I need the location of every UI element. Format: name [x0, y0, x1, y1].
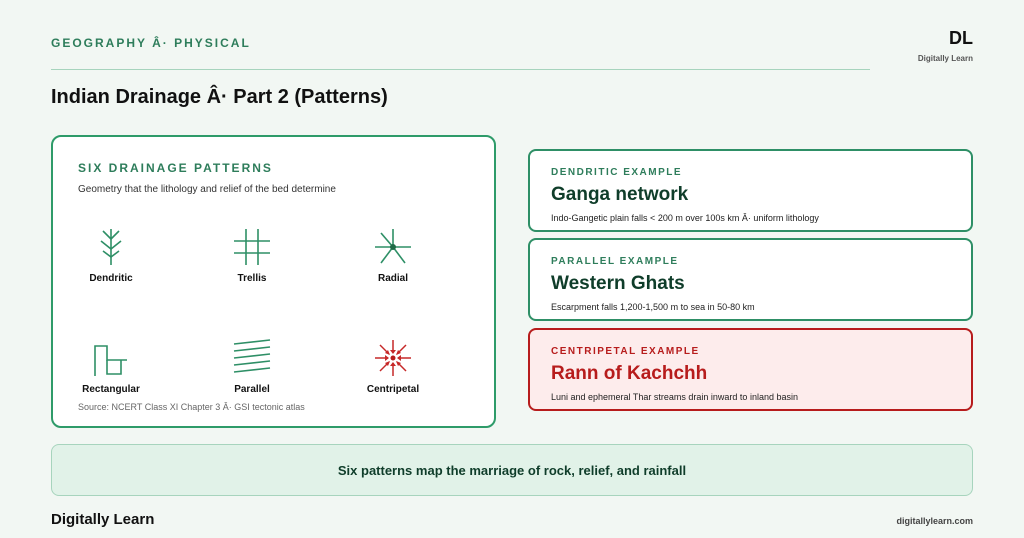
card-title: Ganga network	[551, 184, 689, 205]
card-description: Escarpment falls 1,200-1,500 m to sea in…	[551, 302, 755, 312]
card-description: Indo-Gangetic plain falls < 200 m over 1…	[551, 213, 819, 223]
header-divider	[51, 69, 870, 70]
pattern-label: Parallel	[234, 384, 270, 395]
panel-subtitle: Geometry that the lithology and relief o…	[78, 184, 336, 195]
pattern-label: Trellis	[237, 273, 267, 284]
example-card-centripetal: CENTRIPETAL EXAMPLE Rann of Kachchh Luni…	[528, 328, 973, 411]
pattern-label: Radial	[377, 273, 408, 284]
card-title: Western Ghats	[551, 273, 685, 294]
footer-url[interactable]: digitallylearn.com	[896, 516, 973, 526]
parallel-icon	[233, 339, 271, 373]
pattern-dendritic: Dendritic	[51, 227, 171, 284]
source-note: Source: NCERT Class XI Chapter 3 Â· GSI …	[78, 402, 305, 412]
pattern-centripetal: Centripetal	[333, 338, 453, 395]
brand-mark: DL	[949, 28, 973, 48]
radial-icon	[375, 229, 411, 264]
pattern-radial: Radial	[333, 227, 453, 284]
pattern-label: Centripetal	[366, 384, 420, 395]
pattern-parallel: Parallel	[192, 338, 312, 395]
pattern-rectangular: Rectangular	[51, 338, 171, 395]
card-title: Rann of Kachchh	[551, 363, 708, 384]
card-kicker: PARALLEL EXAMPLE	[551, 256, 679, 267]
card-kicker: DENDRITIC EXAMPLE	[551, 167, 683, 178]
card-kicker: CENTRIPETAL EXAMPLE	[551, 346, 700, 357]
pattern-label: Dendritic	[89, 273, 133, 284]
brand-subtitle: Digitally Learn	[917, 54, 973, 63]
panel-heading: SIX DRAINAGE PATTERNS	[78, 161, 273, 175]
dendritic-icon	[100, 229, 122, 265]
rectangular-icon	[94, 345, 127, 376]
patterns-panel: SIX DRAINAGE PATTERNS Geometry that the …	[51, 135, 496, 428]
summary-banner: Six patterns map the marriage of rock, r…	[51, 444, 973, 496]
pattern-trellis: Trellis	[192, 227, 312, 284]
kicker: GEOGRAPHY Â· PHYSICAL	[51, 36, 251, 50]
card-description: Luni and ephemeral Thar streams drain in…	[551, 392, 798, 402]
centripetal-icon	[375, 340, 411, 376]
pattern-label: Rectangular	[82, 384, 140, 395]
trellis-icon	[234, 229, 270, 265]
page-title: Indian Drainage Â· Part 2 (Patterns)	[51, 86, 388, 108]
example-card-parallel: PARALLEL EXAMPLE Western Ghats Escarpmen…	[528, 238, 973, 321]
footer-brand: Digitally Learn	[51, 511, 155, 528]
example-card-dendritic: DENDRITIC EXAMPLE Ganga network Indo-Gan…	[528, 149, 973, 232]
